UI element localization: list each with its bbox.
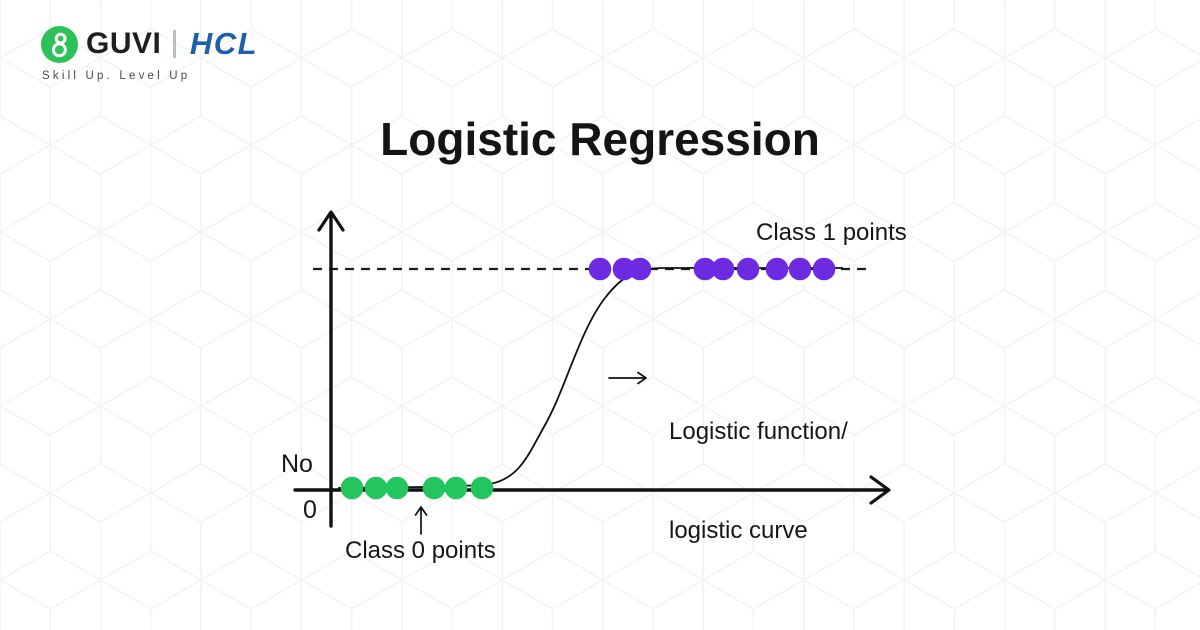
class1-point (711, 257, 735, 281)
header: GUVI HCL Skill Up. Level Up (41, 25, 258, 82)
logo-divider (173, 30, 176, 58)
class0-point (385, 476, 409, 500)
class0-point (364, 476, 388, 500)
guvi-wordmark: GUVI (86, 27, 162, 60)
brand-tagline: Skill Up. Level Up (42, 70, 191, 82)
class1-point (612, 257, 636, 281)
logo-row: GUVI HCL (41, 25, 258, 63)
no-axis-label: No (281, 450, 313, 478)
hcl-wordmark: HCL (189, 26, 259, 61)
curve-pointer-arrow (608, 371, 647, 385)
class1-point (736, 257, 760, 281)
class0-point (470, 476, 494, 500)
class0-points-label: Class 0 points (345, 537, 496, 564)
logistic-curve-label: Logistic function/ logistic curve (669, 349, 848, 613)
class1-point (765, 257, 789, 281)
y-axis-arrowhead (317, 210, 345, 232)
logistic-curve-label-line2: logistic curve (669, 517, 808, 544)
class1-point (788, 257, 812, 281)
y-axis (317, 210, 345, 528)
class1-point (693, 257, 717, 281)
x-axis-arrowhead (869, 475, 891, 505)
class0-point (444, 476, 468, 500)
guvi-g-glyph (51, 32, 67, 57)
class0-pointer-arrow (414, 506, 428, 535)
class1-point (812, 257, 836, 281)
class1-points-label: Class 1 points (756, 219, 907, 246)
class0-point (340, 476, 364, 500)
class1-point (588, 257, 612, 281)
class0-point (422, 476, 446, 500)
page-title: Logistic Regression (380, 113, 820, 165)
guvi-logo-icon (41, 25, 78, 63)
class1-dots (588, 257, 836, 281)
class1-point (628, 257, 652, 281)
logistic-curve-label-line1: Logistic function/ (669, 418, 848, 445)
class0-dots (340, 476, 494, 500)
zero-axis-label: 0 (303, 496, 317, 524)
